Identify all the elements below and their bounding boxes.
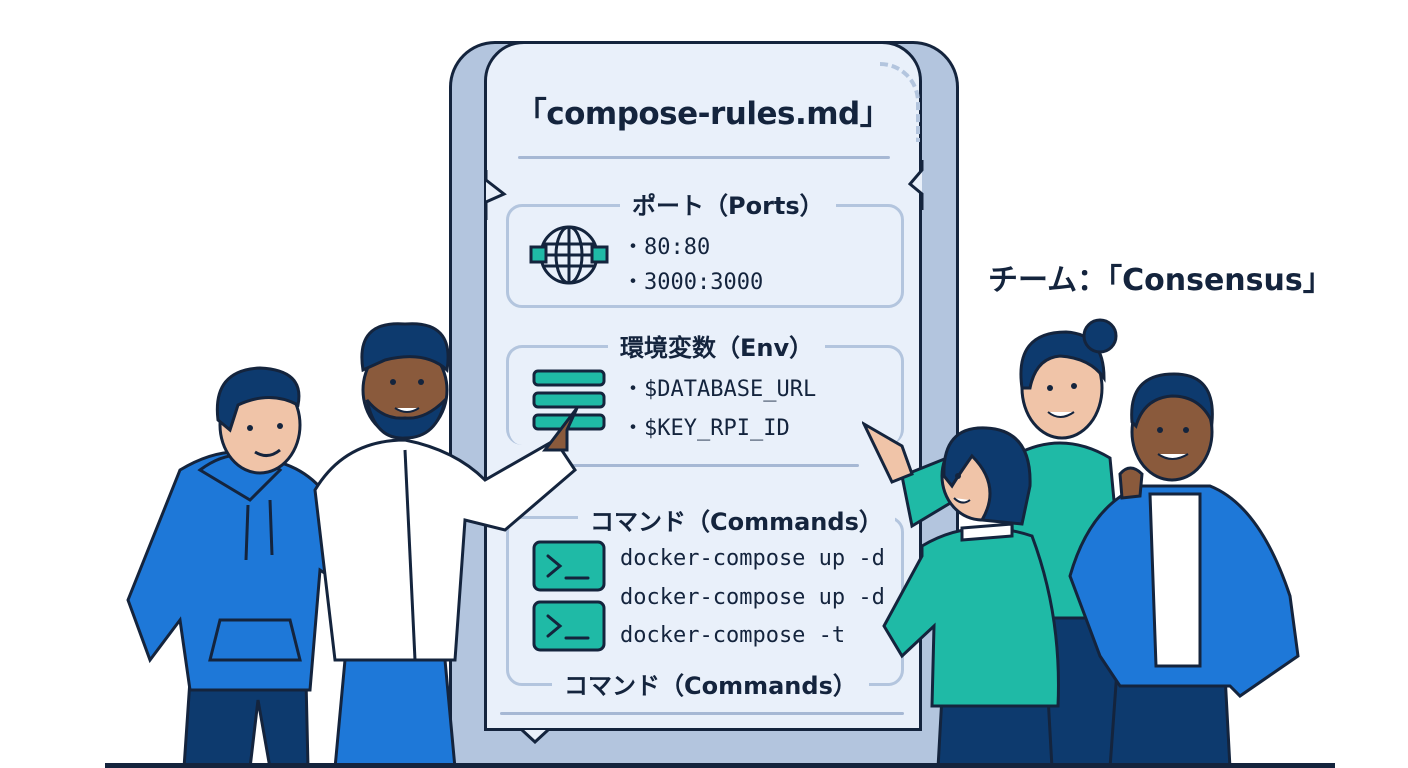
env-variable-item: ・$DATABASE_URL [622, 377, 817, 402]
commands-heading: コマンド（Commands） [578, 502, 895, 537]
person-woman-teal-sweater-short-hair [862, 421, 1060, 768]
document-title: 「compose-rules.md」 [515, 96, 891, 132]
env-divider [563, 464, 859, 467]
person-man-blue-blazer [1068, 372, 1300, 768]
person-man-white-shirt-beard [313, 322, 579, 768]
footer-divider [500, 712, 904, 715]
person-man-blue-hoodie [126, 366, 440, 768]
commands-footer-heading: コマンド（Commands） [552, 666, 869, 701]
terminal-icon [532, 600, 606, 652]
title-divider [518, 156, 890, 159]
command-item: docker-compose up -d [620, 546, 885, 571]
command-item: docker-compose up -d [620, 585, 885, 610]
ground-line [105, 763, 1335, 768]
command-item: docker-compose -t [620, 623, 846, 648]
team-label: チーム：「Consensus」 [988, 263, 1333, 298]
terminal-icon [532, 540, 606, 592]
env-heading: 環境変数（Env） [608, 328, 826, 363]
panel-notch-decoration [908, 160, 924, 210]
ports-heading: ポート（Ports） [620, 186, 836, 221]
panel-notch-decoration [520, 728, 550, 744]
panel-notch-decoration [484, 170, 507, 220]
env-variable-item: ・$KEY_RPI_ID [622, 416, 790, 441]
port-item: ・3000:3000 [622, 270, 764, 295]
port-item: ・80:80 [622, 235, 711, 260]
globe-network-icon [529, 225, 609, 285]
